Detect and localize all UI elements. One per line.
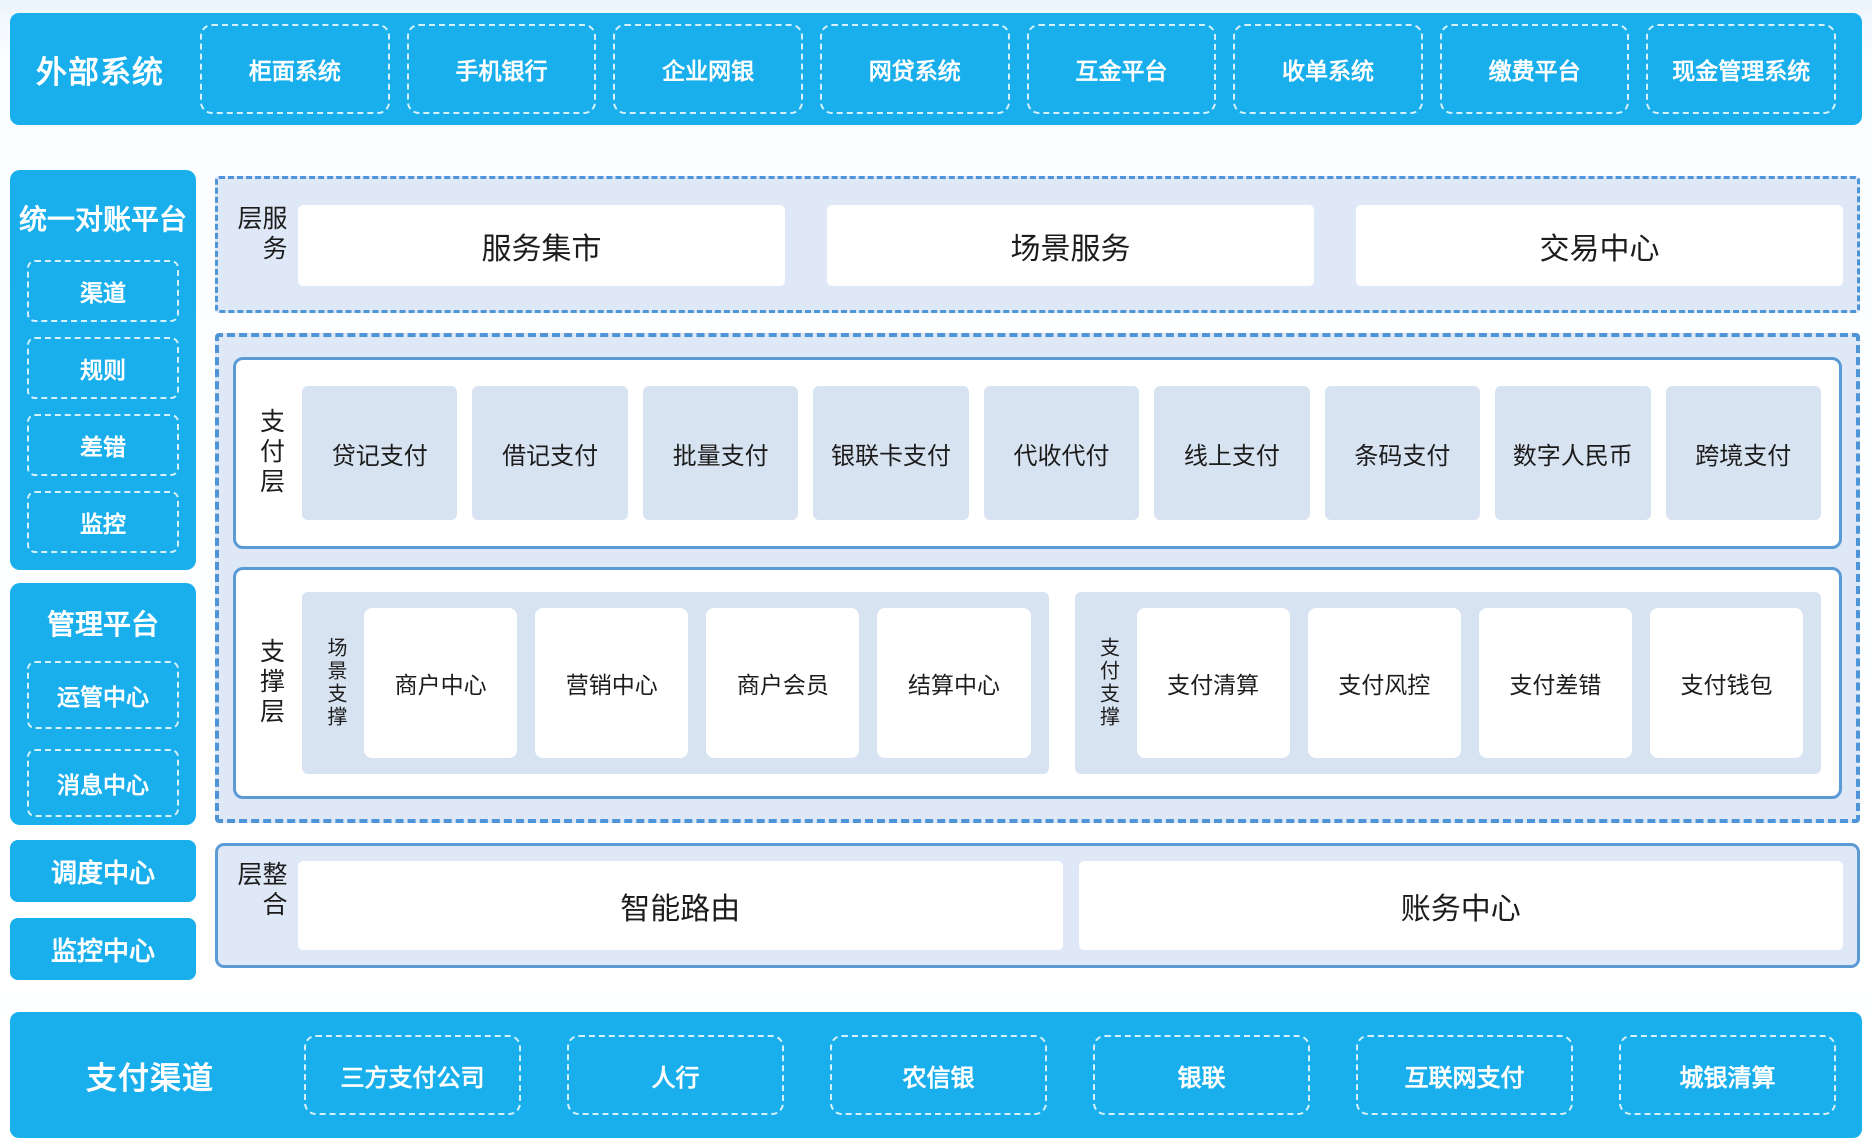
payment-channel-chip: 人行 xyxy=(567,1035,784,1115)
payment-layer-box: 支付层 贷记支付 借记支付 批量支付 银联卡支付 代收代付 线上支付 条码支付 … xyxy=(233,357,1842,549)
management-item-chip: 运管中心 xyxy=(27,661,179,729)
payment-support-label: 支付支撑 xyxy=(1096,637,1119,729)
reconciliation-item-chip: 差错 xyxy=(27,414,179,476)
service-layer-label-holder: 服务层 xyxy=(234,205,287,286)
scene-support-chip: 商户会员 xyxy=(706,608,860,758)
payment-support-chip: 支付风控 xyxy=(1307,608,1461,758)
external-system-chip: 企业网银 xyxy=(613,24,803,114)
payment-chip: 数字人民币 xyxy=(1495,386,1651,520)
external-system-chip: 收单系统 xyxy=(1233,24,1423,114)
service-layer-list: 服务集市 场景服务 交易中心 xyxy=(298,205,1843,286)
reconciliation-platform-title: 统一对账平台 xyxy=(18,204,187,235)
integration-box: 账务中心 xyxy=(1078,861,1843,950)
scene-support-chip: 营销中心 xyxy=(535,608,689,758)
payment-layer-list: 贷记支付 借记支付 批量支付 银联卡支付 代收代付 线上支付 条码支付 数字人民… xyxy=(302,386,1821,520)
external-system-chip: 手机银行 xyxy=(406,24,597,114)
scene-support-group: 场景支撑 商户中心 营销中心 商户会员 结算中心 xyxy=(302,592,1049,774)
payment-support-chip: 支付钱包 xyxy=(1649,608,1803,758)
service-box: 服务集市 xyxy=(298,205,785,286)
integration-layer-list: 智能路由 账务中心 xyxy=(298,861,1843,950)
payment-chip: 条码支付 xyxy=(1324,386,1481,520)
external-system-chip: 互金平台 xyxy=(1026,24,1217,114)
monitor-center-block: 监控中心 xyxy=(10,918,196,980)
payment-chip: 批量支付 xyxy=(642,386,799,520)
service-box: 交易中心 xyxy=(1356,205,1843,286)
reconciliation-item-chip: 监控 xyxy=(27,491,179,553)
dispatch-center-block: 调度中心 xyxy=(10,840,196,902)
service-layer-label: 服务层 xyxy=(234,205,287,265)
external-system-chip: 柜面系统 xyxy=(200,24,390,114)
payment-channels-bar: 支付渠道 三方支付公司 人行 农信银 银联 互联网支付 城银清算 xyxy=(10,1012,1862,1138)
payment-chip: 借记支付 xyxy=(472,386,628,520)
payment-support-chip: 支付清算 xyxy=(1136,608,1290,758)
payment-channel-chip: 城银清算 xyxy=(1619,1035,1836,1115)
reconciliation-item-chip: 渠道 xyxy=(27,260,179,322)
integration-layer-label: 整合层 xyxy=(234,861,287,921)
payment-layer-label: 支付层 xyxy=(256,408,285,498)
payment-chip: 线上支付 xyxy=(1154,386,1310,520)
payment-support-list: 支付清算 支付风控 支付差错 支付钱包 xyxy=(1136,608,1803,758)
reconciliation-platform-panel: 统一对账平台 渠道 规则 差错 监控 xyxy=(10,170,196,570)
management-platform-title: 管理平台 xyxy=(46,609,159,640)
integration-box: 智能路由 xyxy=(298,861,1063,950)
scene-support-label: 场景支撑 xyxy=(324,637,346,729)
management-platform-list: 运管中心 消息中心 xyxy=(27,661,179,817)
external-system-chip: 现金管理系统 xyxy=(1646,24,1836,114)
payment-channels-list: 三方支付公司 人行 农信银 银联 互联网支付 城银清算 xyxy=(304,1035,1836,1115)
scene-support-label-holder: 场景支撑 xyxy=(320,608,350,758)
scene-support-chip: 商户中心 xyxy=(364,608,518,758)
external-systems-bar: 外部系统 柜面系统 手机银行 企业网银 网贷系统 互金平台 收单系统 缴费平台 … xyxy=(10,13,1862,125)
payment-channels-title: 支付渠道 xyxy=(86,1060,214,1096)
payment-channel-chip: 银联 xyxy=(1093,1035,1310,1115)
payment-support-section: 支付层 贷记支付 借记支付 批量支付 银联卡支付 代收代付 线上支付 条码支付 … xyxy=(215,333,1860,823)
payment-layer-label-holder: 支付层 xyxy=(250,386,290,520)
external-system-chip: 网贷系统 xyxy=(819,24,1010,114)
payment-chip: 代收代付 xyxy=(983,386,1140,520)
scene-support-list: 商户中心 营销中心 商户会员 结算中心 xyxy=(364,608,1031,758)
reconciliation-item-chip: 规则 xyxy=(27,337,179,399)
payment-channel-chip: 三方支付公司 xyxy=(304,1035,521,1115)
integration-layer-label-holder: 整合层 xyxy=(234,861,287,950)
reconciliation-platform-list: 渠道 规则 差错 监控 xyxy=(27,260,179,553)
external-system-chip: 缴费平台 xyxy=(1439,24,1630,114)
management-platform-panel: 管理平台 运管中心 消息中心 xyxy=(10,583,196,825)
payment-chip: 贷记支付 xyxy=(302,386,458,520)
payment-channel-chip: 农信银 xyxy=(830,1035,1047,1115)
payment-support-chip: 支付差错 xyxy=(1478,608,1632,758)
support-groups: 场景支撑 商户中心 营销中心 商户会员 结算中心 支付支撑 xyxy=(302,592,1821,774)
payment-chip: 银联卡支付 xyxy=(813,386,969,520)
payment-support-label-holder: 支付支撑 xyxy=(1093,608,1123,758)
service-layer-section: 服务层 服务集市 场景服务 交易中心 xyxy=(215,176,1860,313)
scene-support-chip: 结算中心 xyxy=(877,608,1031,758)
payment-support-group: 支付支撑 支付清算 支付风控 支付差错 支付钱包 xyxy=(1074,592,1821,774)
support-layer-label-holder: 支撑层 xyxy=(250,592,290,774)
support-layer-label: 支撑层 xyxy=(256,638,285,728)
management-item-chip: 消息中心 xyxy=(27,749,179,817)
payment-channel-chip: 互联网支付 xyxy=(1356,1035,1573,1115)
payment-chip: 跨境支付 xyxy=(1665,386,1821,520)
integration-layer-section: 整合层 智能路由 账务中心 xyxy=(215,843,1860,968)
support-layer-box: 支撑层 场景支撑 商户中心 营销中心 商户会员 结算中心 xyxy=(233,567,1842,799)
external-systems-title: 外部系统 xyxy=(36,54,164,90)
external-systems-list: 柜面系统 手机银行 企业网银 网贷系统 互金平台 收单系统 缴费平台 现金管理系… xyxy=(200,24,1836,114)
service-box: 场景服务 xyxy=(827,205,1314,286)
